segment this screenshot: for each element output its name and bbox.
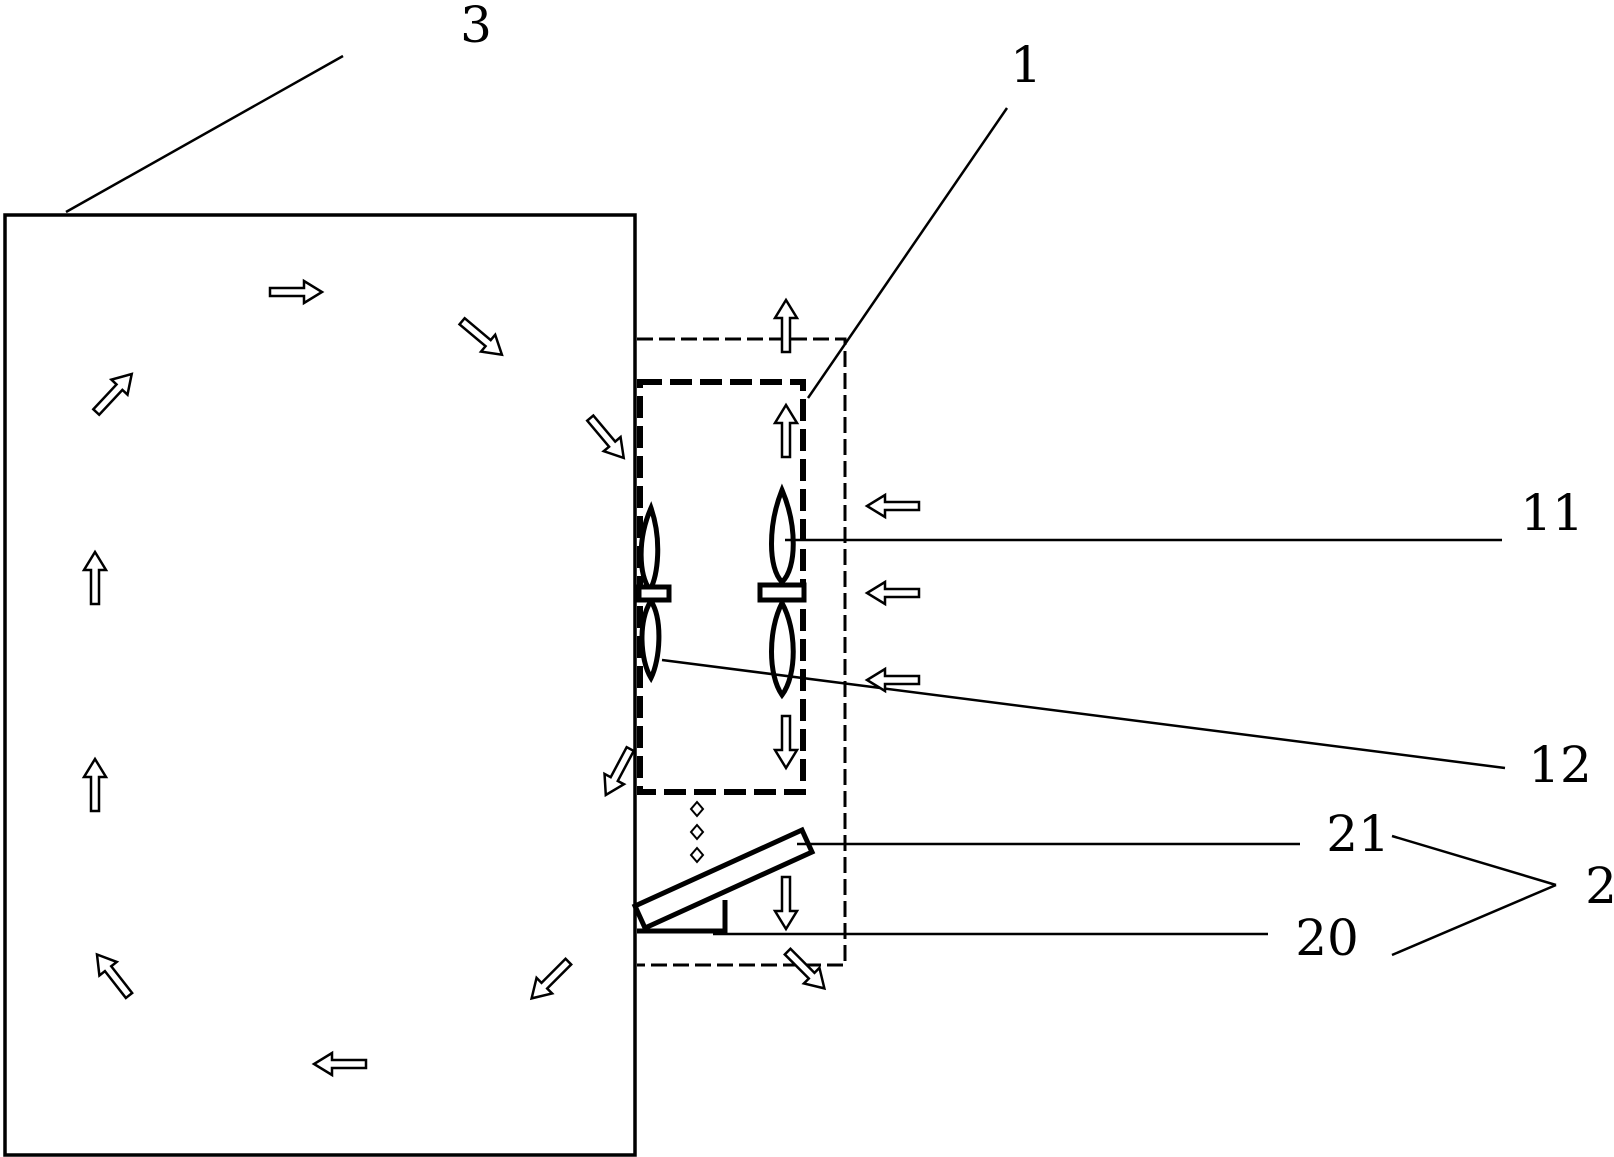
arrow-exhaust-up-top xyxy=(773,298,799,354)
label-plate: 21 xyxy=(1326,805,1390,863)
arrow-left-bottom xyxy=(312,1051,368,1077)
label-base: 20 xyxy=(1295,909,1359,967)
arrow-up-left-1 xyxy=(82,550,108,606)
arrow-up-right xyxy=(86,365,142,421)
arrow-exhaust-up xyxy=(773,403,799,459)
arrow-up-left-bottom xyxy=(87,946,139,1004)
support-base xyxy=(637,900,728,934)
arrow-right xyxy=(268,279,324,305)
label-cabinet: 3 xyxy=(460,0,492,54)
inclined-plate xyxy=(631,826,816,932)
arrow-up-left-2 xyxy=(82,757,108,813)
leader-lines xyxy=(65,54,1557,957)
cabinet-body xyxy=(3,213,637,1157)
arrow-down-right xyxy=(453,311,511,365)
label-assembly: 2 xyxy=(1585,857,1614,915)
arrow-intake-2 xyxy=(865,580,921,606)
fan-inner xyxy=(636,501,672,684)
arrow-into-unit xyxy=(580,409,634,467)
label-fan-outer: 11 xyxy=(1520,484,1584,542)
outer-housing-dashed xyxy=(637,337,847,967)
label-unit: 1 xyxy=(1010,36,1042,94)
label-fan-inner: 12 xyxy=(1528,736,1592,794)
arrow-exhaust-down-right xyxy=(778,942,834,998)
arrow-down-left xyxy=(522,952,578,1008)
water-drops xyxy=(689,800,705,864)
arrow-down-bottom xyxy=(773,875,799,931)
fan-outer xyxy=(757,483,807,700)
arrow-intake-1 xyxy=(865,493,921,519)
arrow-down-inside xyxy=(773,714,799,770)
